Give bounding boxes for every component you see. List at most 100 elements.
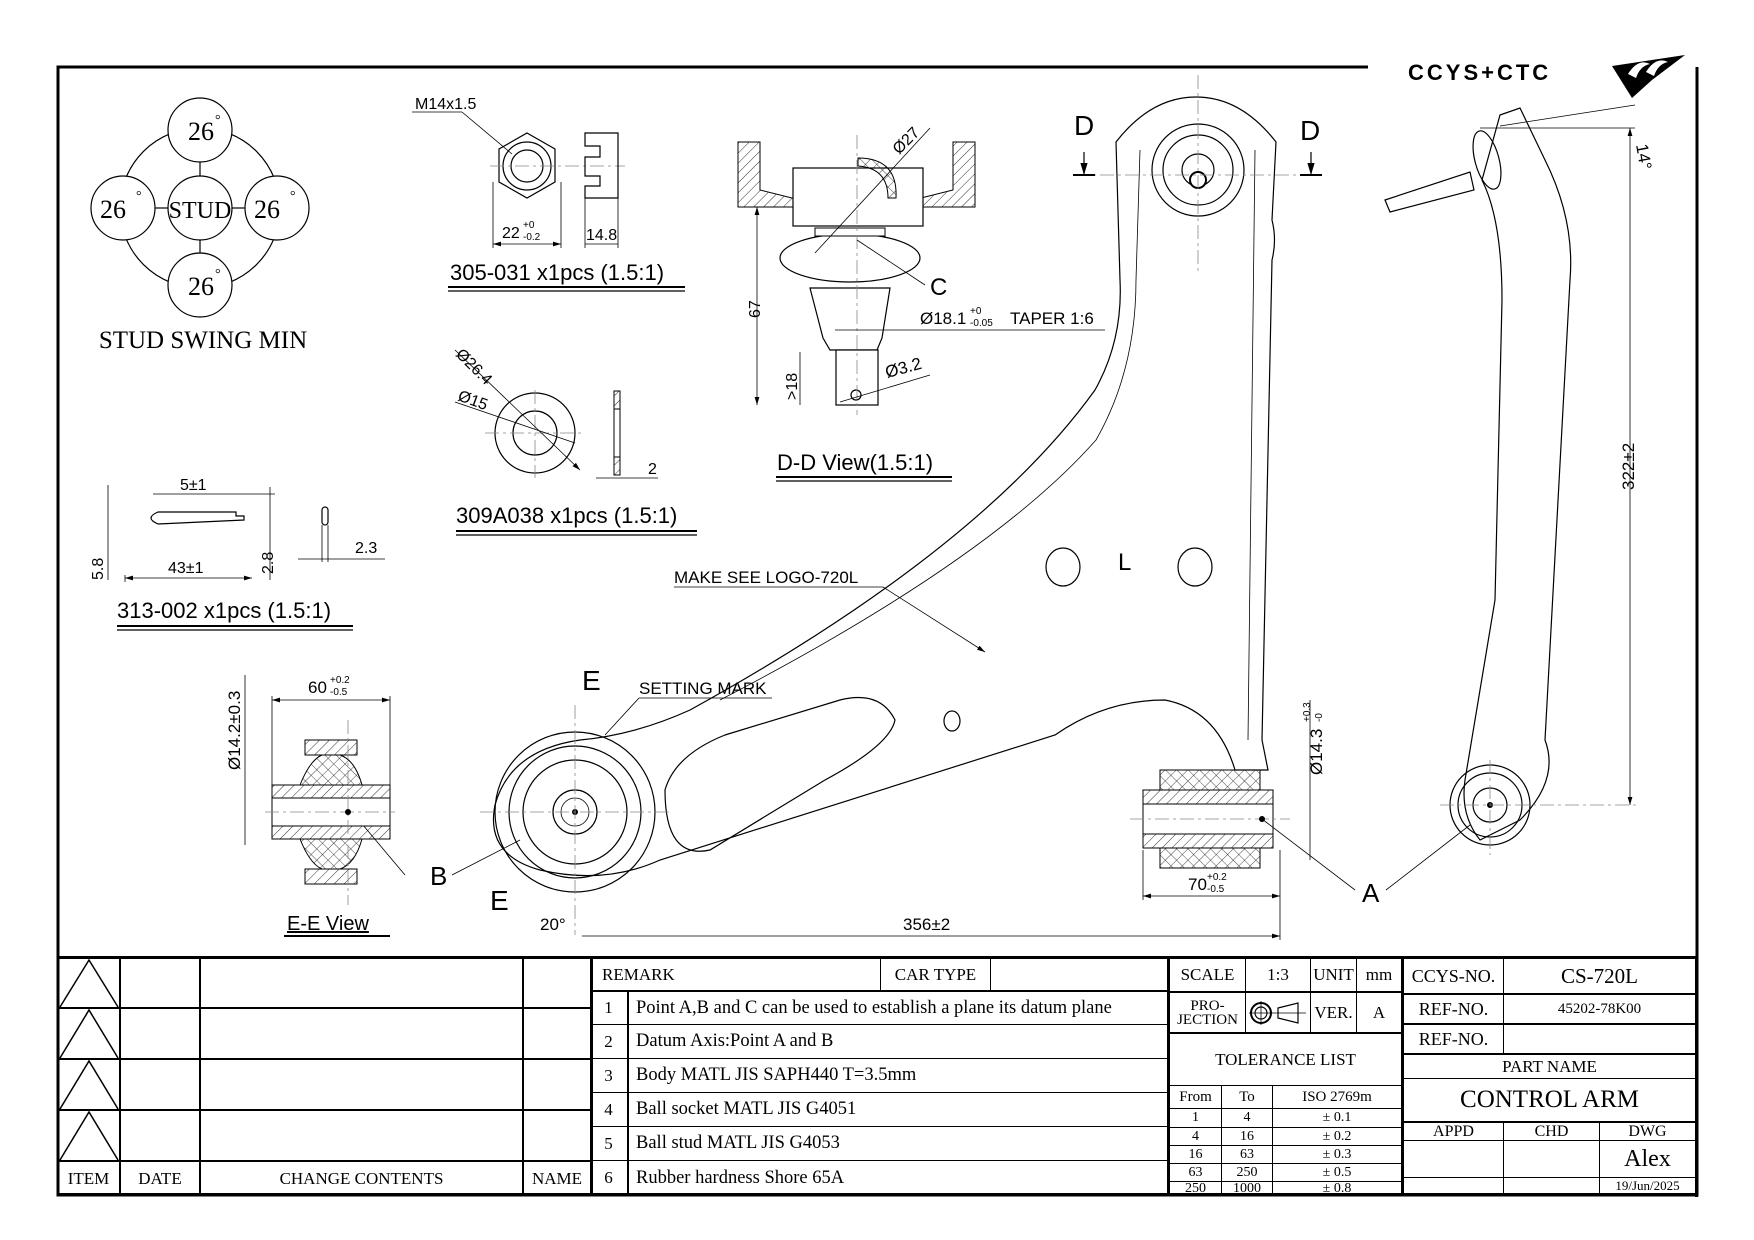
remark-text: Ball socket MATL JIS G4051 [636, 1099, 857, 1119]
point-c-label: C [930, 274, 947, 301]
change-row-date[interactable] [121, 959, 199, 1007]
nut-width-tol-lower: -0.2 [523, 232, 541, 243]
taper-text: TAPER 1:6 [1010, 309, 1094, 328]
tol-value: ± 0.5 [1322, 1164, 1352, 1180]
revision-triangle-icon [59, 1110, 119, 1161]
ee-section-view: 60 +0.2 -0.5 Ø14.2±0.3 E-E View [225, 675, 395, 937]
remark-header: REMARK [602, 964, 675, 984]
dd-caption: D-D View(1.5:1) [777, 450, 933, 475]
tol-to: 250 [1236, 1164, 1258, 1180]
scale-label: SCALE [1180, 965, 1235, 984]
taper-dia: Ø18.1 [920, 309, 966, 328]
change-row-name[interactable] [524, 959, 590, 1007]
side-label: L [1118, 549, 1131, 576]
ref-no-label-2: REF-NO. [1418, 1028, 1489, 1049]
pin-head-dim: 5.8 [90, 558, 107, 580]
change-header-name: NAME [531, 1168, 583, 1188]
side-view: 322±2 14° [1384, 104, 1655, 855]
remark-no: 6 [604, 1168, 613, 1187]
swing-angle-bottom: 26 [188, 272, 214, 301]
change-row-contents[interactable] [201, 959, 522, 1007]
ee-bore-dia: Ø14.2±0.3 [225, 691, 244, 770]
nut-width-tol-upper: +0 [523, 220, 535, 231]
rear-bush-width: 70 [1188, 875, 1207, 894]
tol-from: 250 [1185, 1182, 1206, 1195]
hole-dia: Ø3.2 [883, 354, 924, 382]
title-block-top-border [58, 956, 1697, 959]
logo-note: MAKE SEE LOGO-720L [674, 568, 858, 587]
pin-caption: 313-002 x1pcs (1.5:1) [117, 598, 331, 623]
remark-no: 4 [604, 1099, 613, 1119]
side-height-dim: 322±2 [1619, 443, 1638, 490]
tol-value: ± 0.1 [1322, 1110, 1352, 1125]
degree-symbol: ° [136, 189, 142, 204]
washer-caption: 309A038 x1pcs (1.5:1) [456, 503, 677, 528]
tol-to: 63 [1240, 1146, 1254, 1162]
pin-shank-dim: 2.8 [260, 552, 277, 574]
rear-bush-dia-tol-lower: -0 [1314, 713, 1325, 722]
ccys-ctc-logo-icon: CCYS+CTC [1408, 55, 1685, 98]
pin-leg-dim: 5±1 [180, 477, 207, 494]
remark-text: Point A,B and C can be used to establish… [636, 997, 1112, 1018]
dd-section-view: 67 >18 Ø27 C Ø18.1 +0 -0.05 TAPER 1:6 Ø3… [737, 124, 1105, 482]
rear-bush-tol-upper: +0.2 [1207, 872, 1227, 883]
nut-height-dim: 14.8 [586, 227, 617, 244]
point-b-label: B [430, 861, 447, 891]
projection-label-line1: PRO- [1190, 997, 1225, 1014]
pin-wire-dim: 2.3 [355, 540, 377, 557]
revision-triangle-icon [59, 1008, 119, 1059]
tol-to: 16 [1240, 1128, 1254, 1144]
dd-height-dim: 67 [747, 300, 764, 318]
washer-outer-dia: Ø26.4 [452, 346, 495, 389]
ref-no-value-1: 45202-78K00 [1557, 1000, 1642, 1017]
stud-label: STUD [169, 198, 232, 224]
appd-value [1404, 1141, 1503, 1177]
tol-to: 1000 [1233, 1182, 1261, 1195]
castle-nut-view: M14x1.5 22 +0 -0.2 14.8 305-031 x1pcs (1… [412, 96, 685, 292]
change-header-date: DATE [138, 1168, 182, 1188]
remark-text: Datum Axis:Point A and B [636, 1031, 834, 1051]
dwg-label: DWG [1628, 1123, 1667, 1140]
ref-no-value-2 [1504, 1025, 1695, 1053]
rear-bush-tol-lower: -0.5 [1207, 884, 1225, 895]
change-header-item: ITEM [67, 1168, 110, 1188]
cotter-pin-view: 43±1 5±1 5.8 2.8 2.3 313-002 x1pcs (1.5:… [90, 477, 385, 631]
dwg-value: Alex [1624, 1145, 1671, 1172]
remark-text: Rubber hardness Shore 65A [636, 1167, 845, 1188]
stud-swing-caption: STUD SWING MIN [99, 327, 307, 354]
swing-angle-right: 26 [254, 195, 280, 224]
remark-no: 5 [604, 1133, 613, 1153]
version-label: VER. [1314, 1002, 1353, 1022]
ccys-no-label: CCYS-NO. [1411, 965, 1496, 986]
tol-from: 16 [1188, 1146, 1203, 1162]
nut-thread-label: M14x1.5 [415, 96, 476, 113]
part-name-value: CONTROL ARM [1460, 1086, 1639, 1113]
projection-label: PRO- JECTION [1170, 993, 1245, 1032]
remark-no: 1 [604, 998, 613, 1017]
degree-symbol: ° [215, 113, 221, 128]
car-type-value[interactable] [991, 959, 1167, 990]
logo-text: CCYS+CTC [1408, 60, 1551, 85]
chd-label: CHD [1534, 1123, 1569, 1140]
nut-width-dim: 22 [502, 225, 520, 242]
tol-value: ± 0.8 [1322, 1182, 1352, 1195]
tol-header-to: To [1239, 1088, 1255, 1105]
revision-triangle-icon [59, 1059, 119, 1110]
third-angle-projection-icon [1246, 993, 1310, 1032]
degree-symbol: ° [215, 267, 221, 282]
car-type-label: CAR TYPE [894, 964, 977, 984]
tol-from: 63 [1188, 1164, 1203, 1180]
unit-label: UNIT [1313, 965, 1354, 984]
ccys-no-value: CS-720L [1560, 963, 1638, 988]
section-d-left: D [1074, 110, 1094, 141]
tol-value: ± 0.2 [1322, 1128, 1352, 1144]
ee-width-tol-lower: -0.5 [330, 687, 348, 698]
washer-thickness: 2 [648, 461, 657, 478]
side-angle: 14° [1632, 142, 1655, 171]
remark-text: Ball stud MATL JIS G4053 [636, 1133, 840, 1153]
tolerance-title: TOLERANCE LIST [1215, 1049, 1356, 1069]
nut-caption: 305-031 x1pcs (1.5:1) [450, 260, 664, 285]
remark-no: 2 [604, 1031, 613, 1051]
tol-from: 4 [1192, 1128, 1199, 1144]
rear-bush-dia-tol-upper: +0.3 [1302, 702, 1313, 722]
